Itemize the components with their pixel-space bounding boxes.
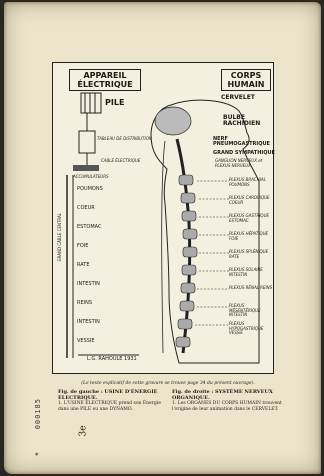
cervelet-label: CERVELET — [221, 95, 255, 101]
caption-right-body: 1. Les ORGANES DU CORPS HUMAIN trouvent … — [172, 401, 282, 412]
bulbe-label: BULBE RACHIDIEN — [223, 115, 271, 127]
caption-left: Fig. de gauche : USINE D'ÉNERGIE ÉLECTRI… — [58, 390, 166, 412]
engraving-plate: APPAREIL ÉLECTRIQUE CORPS HUMAIN — [52, 62, 274, 374]
cable-label: CABLE ÉLECTRIQUE — [101, 159, 140, 164]
accu-line-2: COEUR — [77, 206, 95, 211]
plexus-8: PLEXUS MÉSENTÉRIQUE INTESTIN — [229, 304, 273, 318]
accus-label: ACCUMULATEURS — [73, 175, 109, 180]
pile-label: PILE — [105, 99, 124, 107]
accu-line-5: RATE — [77, 263, 90, 268]
plexus-1: PLEXUS BRACHIAL POUMONS — [229, 178, 273, 187]
caption-right-head: Fig. de droite : SYSTÈME NERVEUX ORGANIQ… — [172, 389, 273, 401]
plexus-5: PLEXUS SPLÉNIQUE RATE — [229, 250, 273, 259]
accu-line-4: FOIE — [77, 244, 88, 249]
plexus-9: PLEXUS HYPOGASTRIQUE VESSIE — [229, 322, 273, 336]
caption-left-head: Fig. de gauche : USINE D'ÉNERGIE ÉLECTRI… — [58, 389, 157, 401]
accu-line-3: ESTOMAC — [77, 225, 101, 230]
plexus-7: PLEXUS RÉNAL REINS — [229, 286, 273, 291]
signature: L.G. RAHOULE 1931 — [87, 357, 137, 362]
tableau-label: TABLEAU DE DISTRIBUTION — [97, 137, 152, 142]
plexus-2: PLEXUS CARDIAQUE COEUR — [229, 196, 273, 205]
stamp-asterisk: * — [35, 452, 39, 460]
plexus-3: PLEXUS GASTRIQUE ESTOMAC — [229, 214, 273, 223]
caption-right: Fig. de droite : SYSTÈME NERVEUX ORGANIQ… — [172, 390, 284, 412]
plexus-4: PLEXUS HÉPATIQUE FOIE — [229, 232, 273, 241]
grand-label: GRAND SYMPATHIQUE — [213, 151, 275, 156]
accu-line-1: POUMONS — [77, 187, 103, 192]
accu-line-8: INTESTIN — [77, 320, 100, 325]
plexus-6: PLEXUS SOLAIRE INTESTIN — [229, 268, 273, 277]
accu-line-7: REINS — [77, 301, 92, 306]
page-number: 3e — [79, 425, 89, 436]
caption-left-body: 1. L'USINE ÉLECTRIQUE prend son Énergie … — [58, 401, 161, 412]
accu-line-9: VESSIE — [77, 339, 95, 344]
nerf-label: NERF PNEUMOGASTRIQUE — [213, 137, 273, 147]
accu-line-6: INTESTIN — [77, 282, 100, 287]
archive-stamp: 000185 — [34, 398, 42, 429]
ganglion-label: GANGLION NERVEUX et PLEXUS NERVEUX — [215, 159, 271, 168]
caption-note: (Le texte explicatif de cette gravure se… — [58, 381, 278, 387]
vertical-cable-label: GRAND CÂBLE CENTRAL — [57, 213, 62, 261]
